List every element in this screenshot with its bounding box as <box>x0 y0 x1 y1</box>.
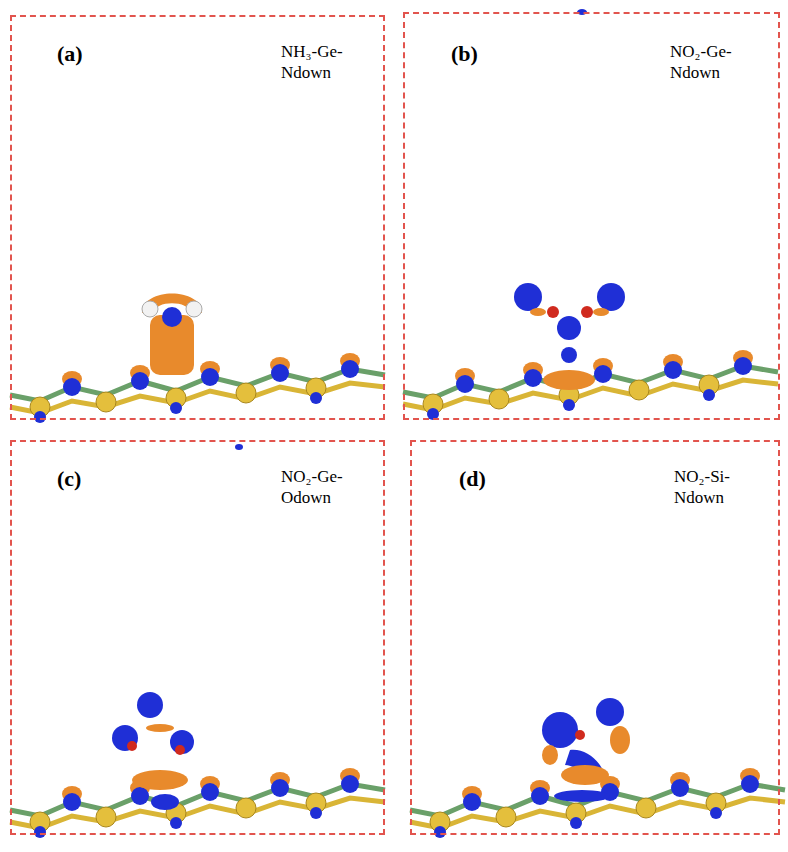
figure-panel: (b) NO₂-Ge- Ndown <box>403 12 780 420</box>
panel-a-figure <box>10 294 385 424</box>
panel-letter: (a) <box>57 41 83 67</box>
panel-caption: NH₃-Ge- Ndown <box>281 41 377 83</box>
panel-caption: NO₂-Si- Ndown <box>674 466 770 508</box>
panel-caption: NO₂-Ge- Ndown <box>670 41 766 83</box>
panel-b-figure <box>403 9 778 420</box>
figure-panel: (a) NH₃-Ge- Ndown <box>10 15 385 420</box>
panel-letter: (d) <box>459 466 486 492</box>
panel-letter: (c) <box>57 466 81 492</box>
figure-panel: (c) NO₂-Ge- Odown <box>10 440 385 835</box>
panel-caption: NO₂-Ge- Odown <box>281 466 377 508</box>
panel-letter: (b) <box>451 41 478 67</box>
panel-d-figure <box>410 698 785 838</box>
figure-panel: (d) NO₂-Si- Ndown <box>410 440 780 835</box>
panel-c-figure <box>10 444 385 838</box>
